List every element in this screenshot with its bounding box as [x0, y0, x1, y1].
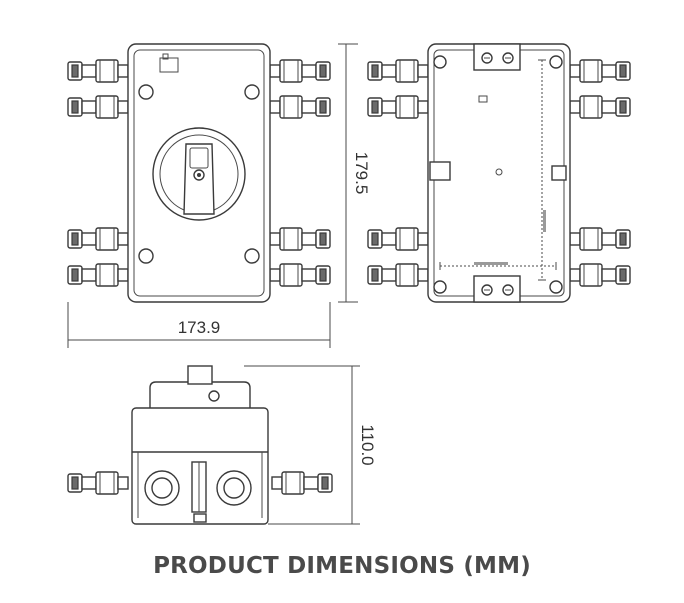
- front-connector-right-1: [269, 59, 331, 83]
- height-dimension: 179.5: [338, 43, 371, 303]
- mounting-hole-icon: [549, 55, 563, 69]
- front-connector-right-2: [269, 95, 331, 119]
- screw-icon: [138, 248, 154, 264]
- front-connector-left-3: [67, 227, 129, 251]
- screw-icon: [138, 84, 154, 100]
- mounting-hole-icon: [549, 280, 563, 294]
- side-connector-right: [271, 471, 333, 495]
- screw-icon: [244, 84, 260, 100]
- front-connector-left-1: [67, 59, 129, 83]
- rear-connector-left-1: [367, 59, 429, 83]
- front-connector-left-2: [67, 95, 129, 119]
- mounting-hole-icon: [433, 280, 447, 294]
- depth-dimension-label: 110.0: [358, 424, 377, 465]
- mounting-hole-icon: [433, 55, 447, 69]
- rear-view: [367, 43, 631, 303]
- front-connector-left-4: [67, 263, 129, 287]
- side-connector-left: [67, 471, 129, 495]
- knob-stub: [187, 365, 213, 385]
- rear-connector-right-3: [569, 227, 631, 251]
- front-connector-right-3: [269, 227, 331, 251]
- rear-connector-right-4: [569, 263, 631, 287]
- rear-connector-left-4: [367, 263, 429, 287]
- rear-connector-right-2: [569, 95, 631, 119]
- front-connector-right-4: [269, 263, 331, 287]
- front-view: 173.9: [67, 43, 331, 348]
- height-dimension-label: 179.5: [352, 152, 371, 195]
- caption-title: PRODUCT DIMENSIONS (MM): [153, 553, 531, 579]
- side-view: 110.0: [67, 365, 377, 525]
- rear-connector-left-2: [367, 95, 429, 119]
- rotary-switch-knob: [152, 127, 246, 221]
- width-dimension-label: 173.9: [178, 318, 221, 337]
- screw-icon: [244, 248, 260, 264]
- rear-connector-left-3: [367, 227, 429, 251]
- rear-connector-right-1: [569, 59, 631, 83]
